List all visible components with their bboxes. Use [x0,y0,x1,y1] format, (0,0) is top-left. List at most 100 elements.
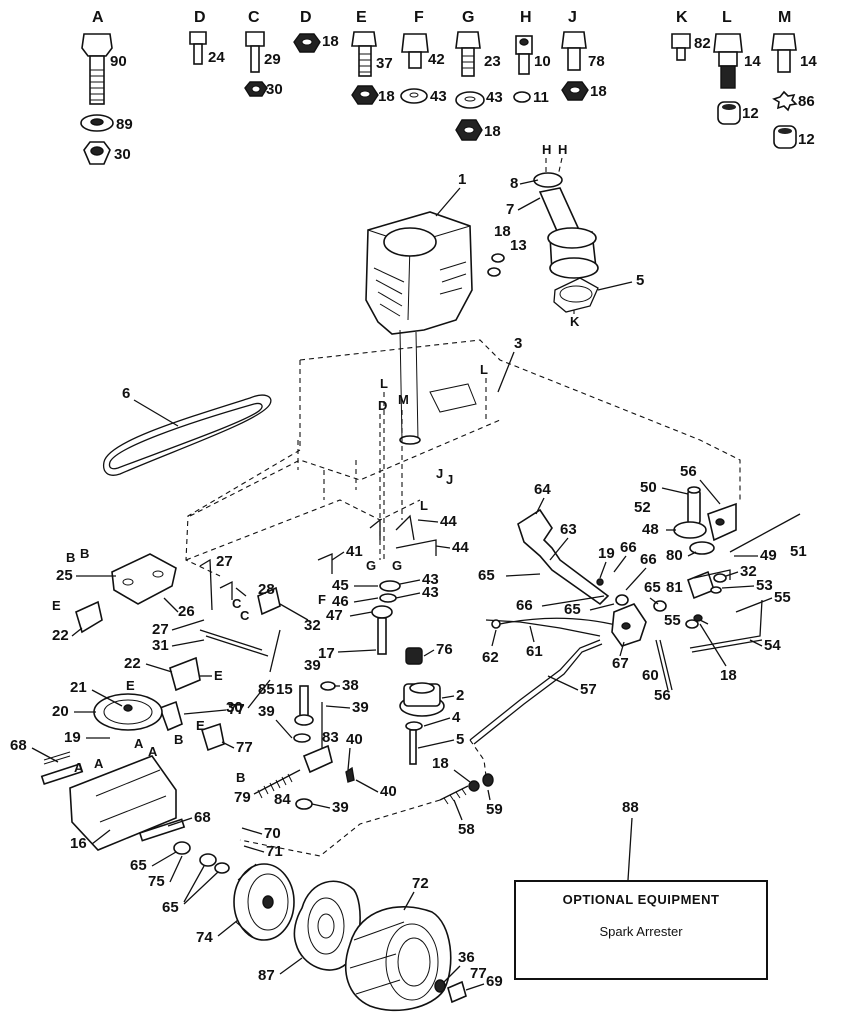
part-number-67: 67 [612,655,629,672]
part-number-31: 31 [152,637,169,654]
part-number-77: 77 [236,739,253,756]
part-number-76: 77 [470,965,487,982]
part-number-61: 61 [526,643,543,660]
hardware-letter-d: D [194,9,206,26]
part-number-63: 63 [560,521,577,538]
wheel-rim [233,863,295,941]
part-number-85: 85 [258,681,275,698]
callout-letter-a: A [94,756,104,771]
part-number-41: 41 [346,543,363,560]
optional-equipment-box: OPTIONAL EQUIPMENT Spark Arrester [514,880,768,980]
optional-equipment-item: Spark Arrester [599,924,683,939]
part-number-59: 59 [486,801,503,818]
part-number-55: 55 [664,612,681,629]
part-number-37: 39 [304,657,321,674]
part-number-78: 78 [588,53,605,70]
part-number-45: 45 [332,577,349,594]
part-number-3: 3 [514,335,522,352]
callout-letter-k: K [570,314,580,329]
hardware-letter-a: A [92,9,104,26]
part-number-44: 44 [440,513,457,530]
screw-icon [671,33,691,61]
part-number-36: 39 [352,699,369,716]
part-number-16: 16 [70,835,87,852]
part-number-43: 43 [486,89,503,106]
part-number-43: 43 [422,571,439,588]
part-number-84: 84 [274,791,291,808]
part-number-25: 25 [56,567,73,584]
spacer-icon [773,125,797,149]
part-number-87: 87 [258,967,275,984]
callout-letter-l: L [420,498,428,513]
part-number-66: 66 [640,551,657,568]
part-number-90: 90 [110,53,127,70]
part-number-33: 37 [376,55,393,72]
part-number-32: 32 [740,563,757,580]
part-number-4: 4 [452,709,461,726]
optional-equipment-title: OPTIONAL EQUIPMENT [562,892,720,907]
part-number-39: 40 [380,783,397,800]
part-number-30: 30 [114,146,131,163]
washer-icon [80,114,114,132]
part-number-75: 76 [436,641,453,658]
part-number-42: 42 [428,51,445,68]
nut-icon [83,141,111,165]
socket-screw-icon [515,35,533,75]
part-number-20: 20 [52,703,69,720]
part-number-14: 14 [744,53,761,70]
part-number-29: 29 [264,51,281,68]
part-number-22: 22 [52,627,69,644]
bolt-icon [561,31,587,71]
part-number-18: 18 [494,223,511,240]
callout-letter-e: E [52,598,61,613]
part-number-21: 21 [70,679,87,696]
callout-letter-a: A [74,760,84,775]
spacer-icon [717,101,741,125]
callout-letter-e: E [126,678,135,693]
part-number-6: 6 [122,385,130,402]
bolt-icon [189,31,207,65]
part-number-60: 60 [642,667,659,684]
right-linkage [469,508,763,745]
engine-assembly [365,211,473,445]
part-number-51: 51 [790,543,807,560]
part-number-18: 18 [378,88,395,105]
part-number-30: 30 [226,699,243,716]
callout-letter-d: D [378,398,387,413]
bolt-icon [401,33,429,69]
part-number-24: 24 [208,49,225,66]
part-number-71: 71 [266,843,283,860]
part-number-65: 65 [564,601,581,618]
hardware-letter-m: M [778,9,791,26]
cable-spring [239,739,494,857]
part-number-66: 66 [620,539,637,556]
part-number-81: 81 [666,579,683,596]
part-number-46: 46 [332,593,349,610]
part-number-40: 40 [346,731,363,748]
callout-letter-l: L [480,362,488,377]
part-number-88: 88 [622,799,639,816]
part-number-15: 15 [276,681,293,698]
part-number-10: 10 [534,53,551,70]
callout-letter-b: B [66,550,75,565]
part-number-14: 14 [800,53,817,70]
part-number-12: 12 [742,105,759,122]
part-number-34: 36 [458,949,475,966]
nut-icon [351,85,379,105]
part-number-18: 18 [590,83,607,100]
part-number-58: 58 [458,821,475,838]
mower-deck-frame [185,339,741,577]
part-number-18: 18 [322,33,339,50]
callout-letter-b: B [174,732,183,747]
part-number-53: 53 [756,577,773,594]
callout-letter-b: B [80,546,89,561]
callout-letter-j: J [446,472,453,487]
bolt-icon [455,31,481,77]
bolt-icon [245,31,265,73]
part-number-66: 66 [516,597,533,614]
nut-icon [455,119,483,141]
part-number-73: 74 [196,929,213,946]
part-number-18: 18 [484,123,501,140]
air-cleaner-assembly [533,172,599,313]
callout-letter-a: A [134,736,144,751]
